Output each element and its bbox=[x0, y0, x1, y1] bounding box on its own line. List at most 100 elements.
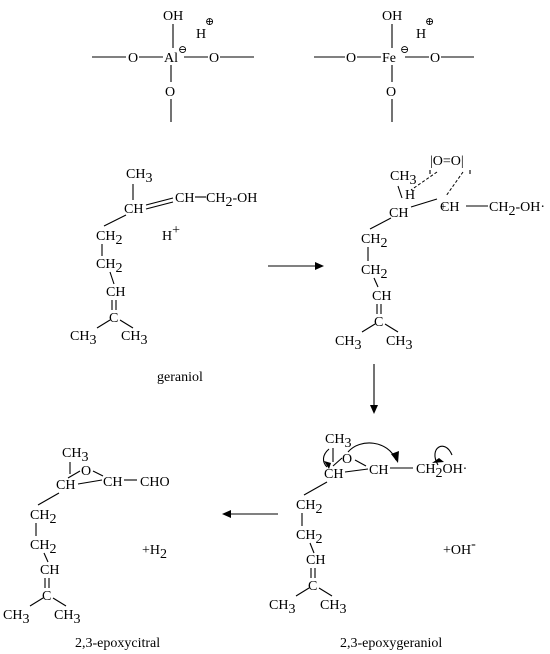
geraniol-c1: CH2-OH bbox=[206, 191, 257, 210]
geraniol-c5-c6-bond bbox=[109, 271, 115, 285]
curved-arrow-1 bbox=[322, 448, 330, 468]
geraniol-c3: CH bbox=[124, 202, 143, 217]
curved-arrow-3-head bbox=[432, 458, 444, 463]
epoxycitral-c5-c6-bond bbox=[43, 552, 49, 563]
epoxycitral-ch3: CH3 bbox=[62, 446, 88, 465]
intermediate-c6: CH bbox=[372, 289, 391, 304]
geraniol-c4: CH2 bbox=[96, 229, 122, 248]
epoxygeraniol-me-left-bond bbox=[295, 587, 310, 597]
epoxycitral-structure: CH3 O CH CH CHO CH2 CH2 CH C CH3 CH3 bbox=[3, 446, 170, 627]
intermediate-c1: CH2-OH· bbox=[489, 200, 545, 219]
intermediate-c7: C bbox=[374, 315, 383, 330]
epoxide-bond-left bbox=[332, 457, 343, 467]
intermediate-h: H bbox=[405, 188, 415, 203]
caption-geraniol: geraniol bbox=[157, 370, 203, 385]
al-lewis-acid-site: OH H ⊕ O Al ⊖ O O bbox=[92, 9, 254, 122]
epoxygeraniol-c7: C bbox=[308, 579, 317, 594]
intermediate-me-right-bond bbox=[384, 323, 399, 333]
curved-arrow-1-head bbox=[324, 461, 331, 469]
geraniol-c6: CH bbox=[106, 285, 125, 300]
geraniol-ch3-right: CH3 bbox=[121, 329, 147, 348]
al-h-plus-charge: ⊕ bbox=[205, 16, 214, 28]
arrow-down-head bbox=[370, 405, 378, 414]
intermediate-c3-c2-bond bbox=[410, 198, 438, 208]
geraniol-ch3-left: CH3 bbox=[70, 329, 96, 348]
epoxygeraniol-c4: CH2 bbox=[296, 498, 322, 517]
epoxycitral-o: O bbox=[81, 464, 91, 479]
al-bottom-o: O bbox=[165, 85, 175, 100]
arrow-down bbox=[370, 364, 378, 414]
arrow-left-head bbox=[222, 510, 231, 518]
epoxycitral-c7: C bbox=[42, 589, 51, 604]
oxygen-intermediate-structure: |O=O| CH3 H CH + CH CH2-OH· CH2 CH2 CH C… bbox=[335, 154, 545, 353]
epoxygeraniol-c5: CH2 bbox=[296, 528, 322, 547]
al-oh-label: OH bbox=[163, 9, 183, 24]
epoxycitral-c4: CH2 bbox=[30, 508, 56, 527]
epoxycitral-me-left-bond bbox=[29, 597, 44, 607]
curved-arrow-2 bbox=[347, 442, 397, 461]
curved-arrow-2-head bbox=[391, 451, 399, 463]
geraniol-c3-c4-bond bbox=[103, 214, 127, 227]
epoxygeraniol-structure: CH3 O CH CH CH2OH· CH2 CH2 CH C CH3 CH3 bbox=[269, 432, 467, 617]
epoxycitral-c5: CH2 bbox=[30, 538, 56, 557]
hydroxide-byproduct: +OH- bbox=[443, 537, 476, 558]
epoxygeraniol-ch3-left: CH3 bbox=[269, 598, 295, 617]
intermediate-c4: CH2 bbox=[361, 232, 387, 251]
geraniol-c2: CH bbox=[175, 191, 194, 206]
al-right-o: O bbox=[209, 51, 219, 66]
epoxygeraniol-c3: CH bbox=[324, 467, 343, 482]
fe-bottom-o: O bbox=[386, 85, 396, 100]
fe-h-label: H bbox=[416, 27, 426, 42]
intermediate-c3-c4-bond bbox=[369, 217, 392, 230]
geraniol-structure: CH3 CH CH CH2-OH H+ CH2 CH2 CH C CH3 CH3 bbox=[70, 167, 257, 348]
intermediate-ch3: CH3 bbox=[390, 169, 416, 188]
geraniol-c7-me-right bbox=[119, 319, 134, 329]
epoxycitral-c2: CH bbox=[103, 475, 122, 490]
fe-left-o: O bbox=[346, 51, 356, 66]
arrow-right-head bbox=[315, 262, 324, 270]
epoxygeraniol-c3-c4-bond bbox=[303, 481, 328, 496]
intermediate-c5-c6-bond bbox=[373, 277, 379, 288]
al-minus-charge: ⊖ bbox=[178, 44, 187, 56]
h-bond-dash-2 bbox=[445, 171, 464, 197]
epoxide-c-c-bond bbox=[344, 468, 369, 473]
geraniol-c7: C bbox=[109, 311, 118, 326]
intermediate-c2: CH bbox=[440, 200, 459, 215]
intermediate-me-left-bond bbox=[361, 323, 376, 333]
al-left-o: O bbox=[128, 51, 138, 66]
epoxycitral-c3: CH bbox=[56, 478, 75, 493]
fe-oh-label: OH bbox=[382, 9, 402, 24]
intermediate-ch3-right: CH3 bbox=[386, 334, 412, 353]
epoxygeraniol-me-right-bond bbox=[318, 587, 333, 597]
epoxycitral-c-c-bond bbox=[77, 479, 103, 485]
h-bond-dash-1 bbox=[410, 171, 438, 191]
dioxygen: |O=O| bbox=[430, 154, 464, 169]
epoxide-bond-right bbox=[354, 459, 367, 467]
epoxygeraniol-ch3: CH3 bbox=[325, 432, 351, 451]
geraniol-h-plus: H+ bbox=[162, 223, 180, 244]
epoxycitral-epoxide-right bbox=[92, 470, 104, 477]
epoxygeraniol-c5-c6-bond bbox=[309, 542, 315, 554]
arrow-left bbox=[222, 510, 278, 518]
epoxycitral-cho: CHO bbox=[140, 475, 170, 490]
fe-lewis-acid-site: OH H ⊕ O Fe ⊖ O O bbox=[314, 9, 474, 122]
fe-h-plus-charge: ⊕ bbox=[425, 16, 434, 28]
epoxycitral-me-right-bond bbox=[52, 597, 67, 607]
epoxycitral-ch3-right: CH3 bbox=[54, 608, 80, 627]
intermediate-c3: CH bbox=[389, 206, 408, 221]
geraniol-ch3-top: CH3 bbox=[126, 167, 152, 186]
epoxygeraniol-c2: CH bbox=[369, 463, 388, 478]
intermediate-ch3-left: CH3 bbox=[335, 334, 361, 353]
intermediate-c5: CH2 bbox=[361, 263, 387, 282]
arrow-right bbox=[268, 262, 324, 270]
hydrogen-byproduct: +H2 bbox=[142, 543, 167, 562]
fe-right-o: O bbox=[430, 51, 440, 66]
geraniol-double-bond-b bbox=[145, 201, 174, 210]
intermediate-methyl-bond bbox=[397, 185, 403, 199]
caption-epoxygeraniol: 2,3-epoxygeraniol bbox=[340, 636, 442, 651]
fe-atom: Fe bbox=[382, 51, 396, 66]
al-h-label: H bbox=[196, 27, 206, 42]
fe-minus-charge: ⊖ bbox=[400, 44, 409, 56]
geraniol-double-bond-a bbox=[145, 197, 174, 206]
